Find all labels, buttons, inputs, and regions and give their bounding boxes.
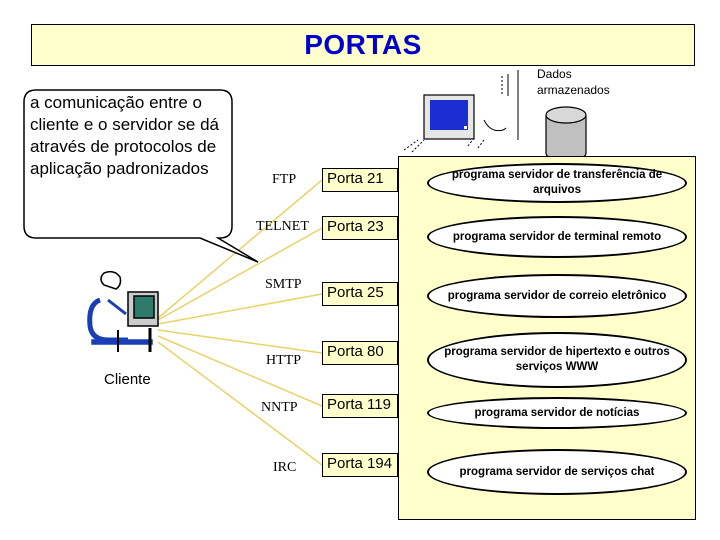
storage-label: Dados armazenados bbox=[537, 67, 610, 97]
connector-lines bbox=[157, 179, 323, 466]
server-irc-program: programa servidor de serviços chat bbox=[427, 449, 687, 495]
title-bar: PORTAS bbox=[31, 24, 695, 66]
connector-smtp bbox=[157, 293, 323, 325]
server-smtp-program: programa servidor de correio eletrônico bbox=[427, 274, 687, 318]
connector-telnet bbox=[157, 227, 323, 321]
port-25-box: Porta 25 bbox=[322, 282, 398, 306]
connector-irc bbox=[157, 341, 323, 466]
port-119-box: Porta 119 bbox=[322, 394, 398, 418]
page-title: PORTAS bbox=[304, 29, 422, 60]
server-nntp-program: programa servidor de notícias bbox=[427, 397, 687, 429]
server-http-program: programa servidor de hipertexto e outros… bbox=[427, 332, 687, 388]
port-194-box: Porta 194 bbox=[322, 453, 398, 477]
speech-bubble bbox=[23, 89, 259, 263]
connector-http bbox=[157, 329, 323, 354]
server-computer-icon bbox=[403, 70, 519, 153]
server-ftp-program: programa servidor de transferência de ar… bbox=[427, 163, 687, 203]
connector-ftp bbox=[157, 179, 323, 319]
client-icon bbox=[87, 270, 159, 352]
database-icon bbox=[545, 106, 587, 162]
client-label: Cliente bbox=[104, 371, 151, 388]
protocol-smtp-label: SMTP bbox=[265, 277, 302, 292]
port-21-box: Porta 21 bbox=[322, 168, 398, 192]
server-telnet-program: programa servidor de terminal remoto bbox=[427, 216, 687, 258]
connector-nntp bbox=[157, 335, 323, 407]
protocol-irc-label: IRC bbox=[273, 460, 297, 475]
protocol-http-label: HTTP bbox=[266, 353, 301, 368]
port-80-box: Porta 80 bbox=[322, 341, 398, 365]
protocol-ftp-label: FTP bbox=[272, 172, 297, 187]
speech-bubble-text: a comunicação entre o cliente e o servid… bbox=[30, 93, 219, 178]
protocol-telnet-label: TELNET bbox=[256, 219, 309, 234]
protocol-nntp-label: NNTP bbox=[261, 400, 298, 415]
port-23-box: Porta 23 bbox=[322, 216, 398, 240]
